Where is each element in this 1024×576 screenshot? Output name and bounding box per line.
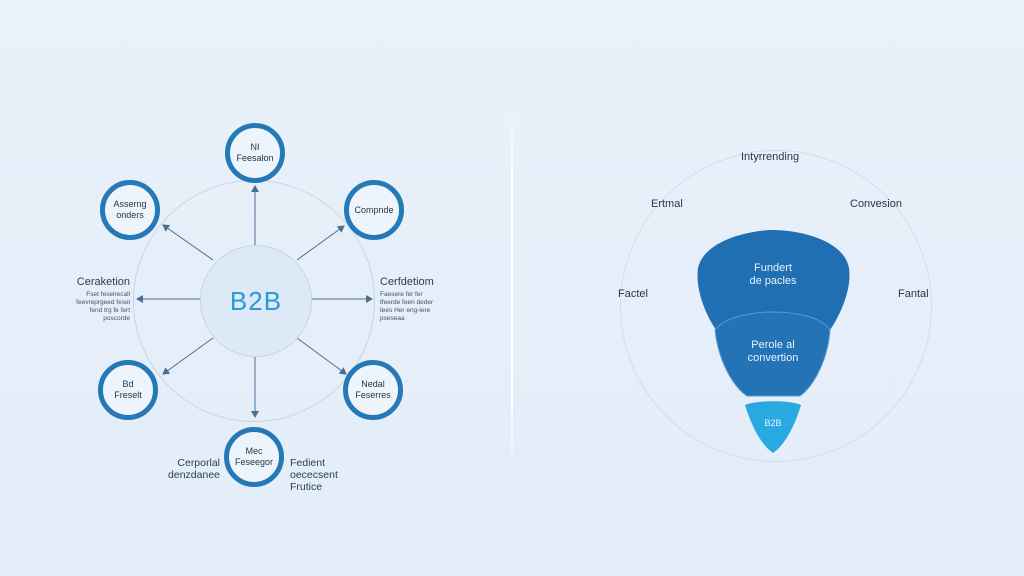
left-side-line: feevreprgeed fesel — [76, 299, 130, 306]
bottom-left-caption: Cerporlal denzdanee — [168, 457, 220, 481]
arrow-down-left — [162, 337, 214, 375]
funnel-top-label: Intyrrending — [741, 151, 800, 163]
arrow-up-left — [162, 224, 214, 261]
right-side-line: Faesere fer fer — [380, 291, 423, 298]
funnel-mid-left-label: Factel — [618, 288, 648, 300]
node-top-right-label: Compnde — [354, 204, 394, 215]
hub-label: B2B — [229, 285, 283, 316]
funnel-bottom-stage — [745, 401, 801, 453]
arrow-up-right — [296, 225, 345, 261]
right-side-line: tfeerde feen deder — [380, 299, 434, 306]
node-bottom-right-label: Nedal Feserres — [355, 379, 391, 400]
left-side-line: Fset feselrecall — [86, 291, 130, 298]
funnel-mid-right-label: Fantal — [898, 288, 929, 300]
funnel-mid-text: Perole al convertion — [747, 339, 799, 364]
funnel-ring — [620, 150, 932, 462]
node-top-label: NI Feesalon — [236, 142, 274, 163]
node-top-left-label: Asserng onders — [113, 199, 147, 220]
node-bottom-left-label: Bd Freselt — [114, 379, 142, 400]
node-top: NI Feesalon — [225, 123, 285, 183]
bottom-right-caption: Fedient oececsent Frutice — [290, 457, 338, 493]
hub-diagram-panel: B2B NI Feesalon Compnde Asserng onders B… — [0, 0, 510, 576]
funnel-mid-stage — [714, 311, 831, 397]
right-side-title: Cerfdetiom — [380, 276, 434, 288]
node-bottom: Mec Feseegor — [224, 427, 284, 487]
panel-divider — [511, 105, 513, 470]
spoke-arrows — [136, 185, 373, 418]
arrow-down-right — [296, 337, 347, 375]
right-side-line: tees Her eng-lere — [380, 307, 431, 314]
left-side-line: fend trg fe fert — [89, 307, 130, 314]
node-top-right: Compnde — [344, 180, 404, 240]
left-side-line: poscorde — [103, 315, 130, 322]
left-side-title: Ceraketion — [76, 276, 130, 288]
right-side-label: Cerfdetiom Faesere fer fer tfeerde feen … — [380, 276, 460, 323]
right-side-line: pseseaa — [380, 315, 405, 322]
funnel-top-text: Fundert de pacles — [749, 262, 797, 287]
node-bottom-right: Nedal Feserres — [343, 360, 403, 420]
funnel-upper-left-label: Ertmal — [651, 198, 683, 210]
funnel-graphic — [697, 230, 850, 453]
b2b-hub: B2B — [200, 245, 312, 357]
node-bottom-left: Bd Freselt — [98, 360, 158, 420]
left-side-label: Ceraketion Fset feselrecall feevreprgeed… — [58, 276, 130, 323]
funnel-top-stage — [697, 230, 850, 330]
funnel-upper-right-label: Convesion — [850, 198, 902, 210]
node-bottom-label: Mec Feseegor — [234, 446, 274, 467]
node-top-left: Asserng onders — [100, 180, 160, 240]
funnel-bottom-text: B2B — [764, 418, 782, 428]
funnel-panel: Intyrrending Ertmal Convesion Factel Fan… — [515, 0, 1024, 576]
